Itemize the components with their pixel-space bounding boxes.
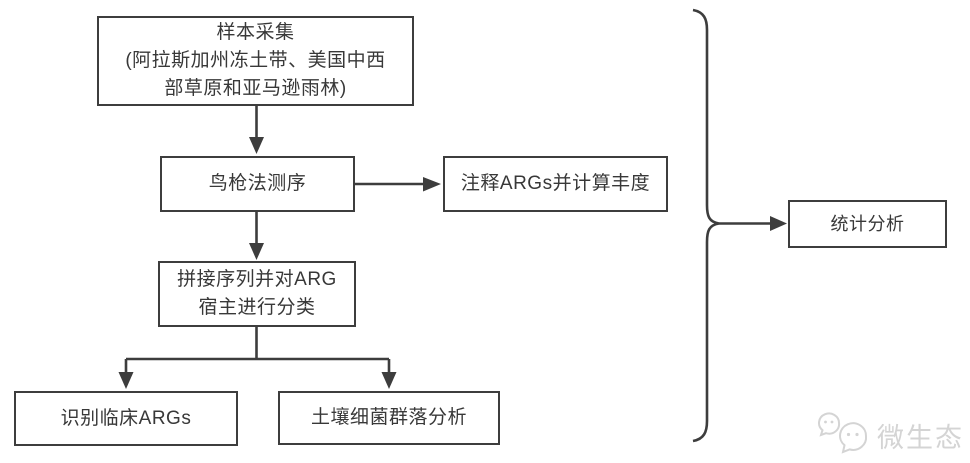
wechat-icon [817, 412, 869, 459]
watermark: 微生态 [817, 412, 964, 459]
branch-connector [118, 327, 397, 389]
arrow-sample-to-shotgun [249, 106, 264, 154]
arrow-shotgun-to-assemble [249, 212, 264, 260]
arrow-brace-to-statistics [719, 216, 787, 231]
arrow-shotgun-to-annotate [355, 177, 441, 192]
node-soil-community-analysis: 土壤细菌群落分析 [278, 391, 500, 445]
curly-brace [692, 8, 720, 443]
node-statistical-analysis: 统计分析 [788, 200, 947, 248]
node-annotate-args: 注释ARGs并计算丰度 [443, 156, 668, 212]
node-assemble-classify: 拼接序列并对ARG 宿主进行分类 [158, 261, 356, 327]
node-sample-collection: 样本采集 (阿拉斯加州冻土带、美国中西 部草原和亚马逊雨林) [97, 16, 414, 106]
node-identify-clinical-args: 识别临床ARGs [14, 391, 238, 446]
watermark-label: 微生态 [877, 423, 964, 453]
node-shotgun-sequencing: 鸟枪法测序 [160, 156, 355, 212]
